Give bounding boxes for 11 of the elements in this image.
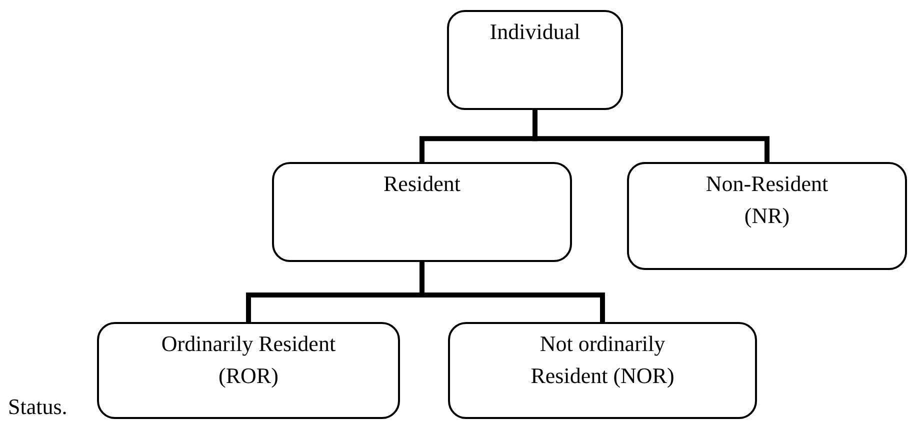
category-box — [272, 162, 572, 262]
category-box — [448, 322, 757, 419]
box-label: Not ordinarily Resident (NOR) — [530, 330, 676, 390]
box-label: Resident — [384, 170, 460, 198]
category-box — [627, 162, 907, 270]
box-label: Ordinarily Resident (ROR) — [160, 330, 337, 390]
category-box — [97, 322, 400, 419]
box-label: Individual — [490, 18, 580, 46]
box-label: Non-Resident (NR) — [704, 170, 830, 230]
note-text: Status. — [8, 396, 68, 418]
category-box — [447, 10, 623, 110]
